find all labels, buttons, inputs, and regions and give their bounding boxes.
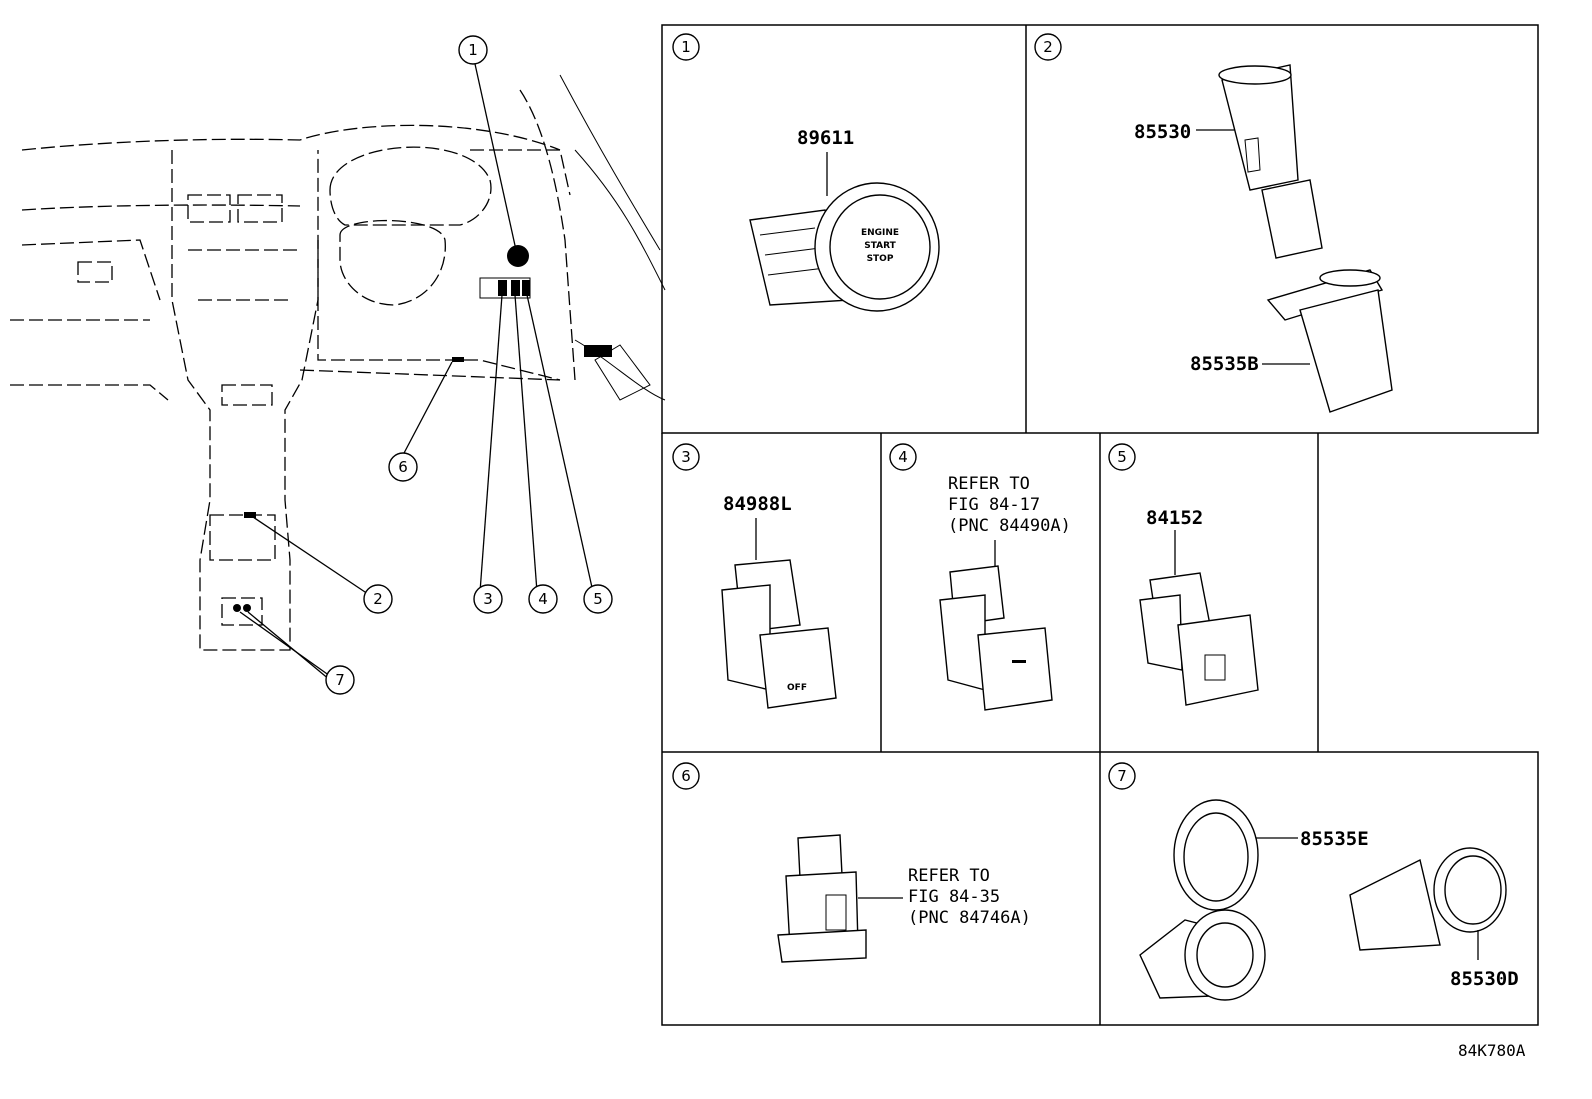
svg-text:5: 5	[1117, 448, 1127, 466]
panel-4: 4 REFER TO FIG 84-17 (PNC 84490A)	[889, 443, 1071, 711]
callout-6: 6	[388, 452, 418, 482]
socket-85530	[1218, 64, 1323, 259]
svg-text:2: 2	[1043, 38, 1053, 56]
panel-3: 3 84988L OFF	[672, 443, 837, 709]
part-number-85535B: 85535B	[1190, 353, 1259, 375]
panel-1-badge: 1	[672, 33, 700, 61]
engine-start-button: ENGINE START STOP	[749, 182, 940, 312]
panel-1: 1 89611 ENGINE START STOP	[672, 33, 940, 312]
svg-text:4: 4	[538, 590, 548, 608]
svg-text:2: 2	[373, 590, 383, 608]
svg-text:(PNC 84746A): (PNC 84746A)	[908, 908, 1031, 928]
callout-2: 2	[363, 584, 393, 614]
svg-text:START: START	[864, 241, 896, 251]
panel-7-badge: 7	[1108, 762, 1136, 790]
svg-text:5: 5	[593, 590, 603, 608]
svg-text:3: 3	[483, 590, 493, 608]
svg-text:7: 7	[1117, 767, 1127, 785]
parts-grid	[661, 24, 1539, 1026]
park-assist-switch	[939, 565, 1053, 711]
callout-1: 1	[458, 35, 488, 65]
panel-2: 2 85530 85535B	[1034, 33, 1393, 413]
svg-text:OFF: OFF	[787, 683, 807, 693]
headlamp-leveling-switch	[1139, 572, 1259, 706]
callout-4: 4	[528, 584, 558, 614]
part-number-85535E: 85535E	[1300, 828, 1369, 850]
svg-text:3: 3	[681, 448, 691, 466]
panel-5-badge: 5	[1108, 443, 1136, 471]
connector-switch	[777, 834, 867, 963]
svg-text:STOP: STOP	[867, 254, 894, 264]
panel-4-badge: 4	[889, 443, 917, 471]
svg-text:1: 1	[681, 38, 691, 56]
panel-2-badge: 2	[1034, 33, 1062, 61]
panel-7: 7 85535E 85530D	[1108, 762, 1519, 1001]
svg-text:REFER TO: REFER TO	[948, 474, 1030, 494]
svg-text:6: 6	[398, 458, 408, 476]
svg-text:7: 7	[335, 671, 345, 689]
panel-6: 6 REFER TO FIG 84-35 (PNC 84746A)	[672, 762, 1031, 963]
svg-text:ENGINE: ENGINE	[861, 228, 899, 238]
callout-5: 5	[583, 584, 613, 614]
socket-85535B	[1266, 269, 1393, 413]
trac-off-switch: OFF	[721, 559, 837, 709]
panel-6-badge: 6	[672, 762, 700, 790]
panel-3-badge: 3	[672, 443, 700, 471]
svg-text:FIG 84-35: FIG 84-35	[908, 887, 1000, 907]
svg-text:(PNC 84490A): (PNC 84490A)	[948, 516, 1071, 536]
callout-7: 7	[325, 665, 355, 695]
svg-text:4: 4	[898, 448, 908, 466]
part-number-84152: 84152	[1146, 507, 1203, 529]
part-number-85530D: 85530D	[1450, 968, 1519, 990]
svg-text:6: 6	[681, 767, 691, 785]
part-number-89611: 89611	[797, 127, 854, 149]
svg-text:1: 1	[468, 41, 478, 59]
dashboard-overview: 1 2 3 4 5 6 7	[10, 35, 666, 695]
lighter-85530D	[1349, 847, 1507, 951]
svg-text:REFER TO: REFER TO	[908, 866, 990, 886]
svg-text:FIG 84-17: FIG 84-17	[948, 495, 1040, 515]
socket-cover-85535E	[1139, 799, 1266, 1001]
callout-3: 3	[473, 584, 503, 614]
part-number-84988L: 84988L	[723, 493, 792, 515]
panel-5: 5 84152	[1108, 443, 1259, 706]
part-number-85530: 85530	[1134, 121, 1191, 143]
diagram-code: 84K780A	[1458, 1041, 1526, 1060]
